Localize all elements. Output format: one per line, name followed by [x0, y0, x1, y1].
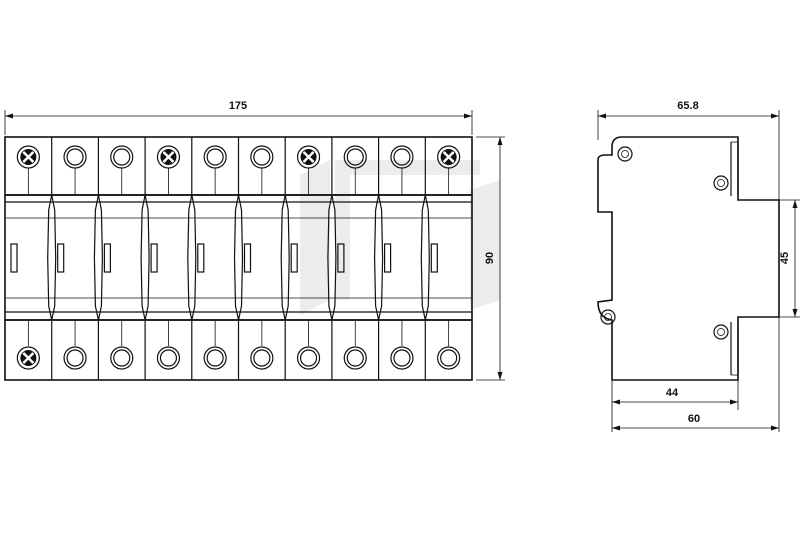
- side-screw: [713, 324, 729, 340]
- dimension-side-base-44-label: 44: [666, 387, 679, 399]
- screw-terminal-ring: [390, 145, 414, 169]
- indicator-window: [103, 243, 112, 273]
- watermark-logo: [300, 160, 500, 315]
- dimension-side-base-44: 44: [611, 380, 739, 432]
- side-screw: [617, 146, 633, 162]
- side-screw: [600, 309, 616, 325]
- screw-terminal-ring: [63, 346, 87, 370]
- side-outline: [597, 136, 780, 381]
- screw-terminal-ring: [250, 346, 274, 370]
- screw-terminal-ring: [63, 145, 87, 169]
- module-separator: [47, 194, 57, 321]
- screw-terminal-ring: [296, 346, 321, 370]
- screw-terminal-ring: [156, 346, 181, 370]
- screw-terminal-ring: [343, 145, 367, 169]
- screw-terminal-cross: [437, 145, 461, 169]
- side-view: 65.8: [597, 100, 800, 432]
- screw-terminal-cross: [296, 145, 321, 169]
- module: [93, 137, 134, 380]
- dimension-side-depth-label: 65.8: [677, 100, 698, 112]
- dimension-height: 90: [476, 136, 505, 381]
- module-separator: [420, 194, 430, 321]
- indicator-window: [243, 243, 252, 273]
- indicator-window: [290, 243, 298, 273]
- dimension-side-base-60-label: 60: [688, 413, 700, 425]
- module-separator: [327, 194, 337, 321]
- module: [10, 145, 40, 370]
- module: [140, 137, 181, 380]
- front-view: 175 90: [4, 100, 505, 381]
- screw-terminal-ring: [250, 145, 274, 169]
- module: [327, 137, 367, 380]
- screw-terminal-ring: [110, 145, 134, 169]
- module-separator: [140, 194, 150, 321]
- module: [373, 137, 414, 380]
- screw-terminal-ring: [437, 346, 461, 370]
- indicator-window: [150, 243, 158, 273]
- front-modules: [10, 137, 461, 380]
- module: [233, 137, 274, 380]
- dimension-width: 175: [4, 100, 473, 135]
- module-separator: [280, 194, 290, 321]
- dimension-side-depth: 65.8: [597, 100, 780, 200]
- module: [187, 137, 227, 380]
- screw-terminal-cross: [16, 346, 40, 370]
- screw-terminal-ring: [203, 346, 227, 370]
- dimension-side-base-60: 60: [612, 317, 780, 432]
- indicator-window: [337, 243, 345, 273]
- indicator-window: [10, 243, 18, 273]
- module: [47, 137, 87, 380]
- screw-terminal-ring: [343, 346, 367, 370]
- screw-terminal-ring: [203, 145, 227, 169]
- indicator-window: [57, 243, 65, 273]
- side-screw: [713, 175, 729, 191]
- module-separator: [93, 194, 104, 321]
- module-separator: [187, 194, 197, 321]
- dimension-side-height-label: 45: [779, 252, 791, 264]
- dimension-side-height: 45: [779, 199, 800, 318]
- module-separator: [233, 194, 244, 321]
- dimension-width-label: 175: [229, 100, 247, 112]
- module-separator: [373, 194, 384, 321]
- indicator-window: [197, 243, 205, 273]
- module: [420, 137, 461, 380]
- screw-terminal-ring: [110, 346, 134, 370]
- screw-terminal-cross: [156, 145, 181, 169]
- indicator-window: [384, 243, 392, 273]
- screw-terminal-ring: [390, 346, 414, 370]
- dimension-height-label: 90: [484, 252, 496, 264]
- module: [280, 137, 321, 380]
- indicator-window: [430, 243, 438, 273]
- screw-terminal-cross: [16, 145, 40, 169]
